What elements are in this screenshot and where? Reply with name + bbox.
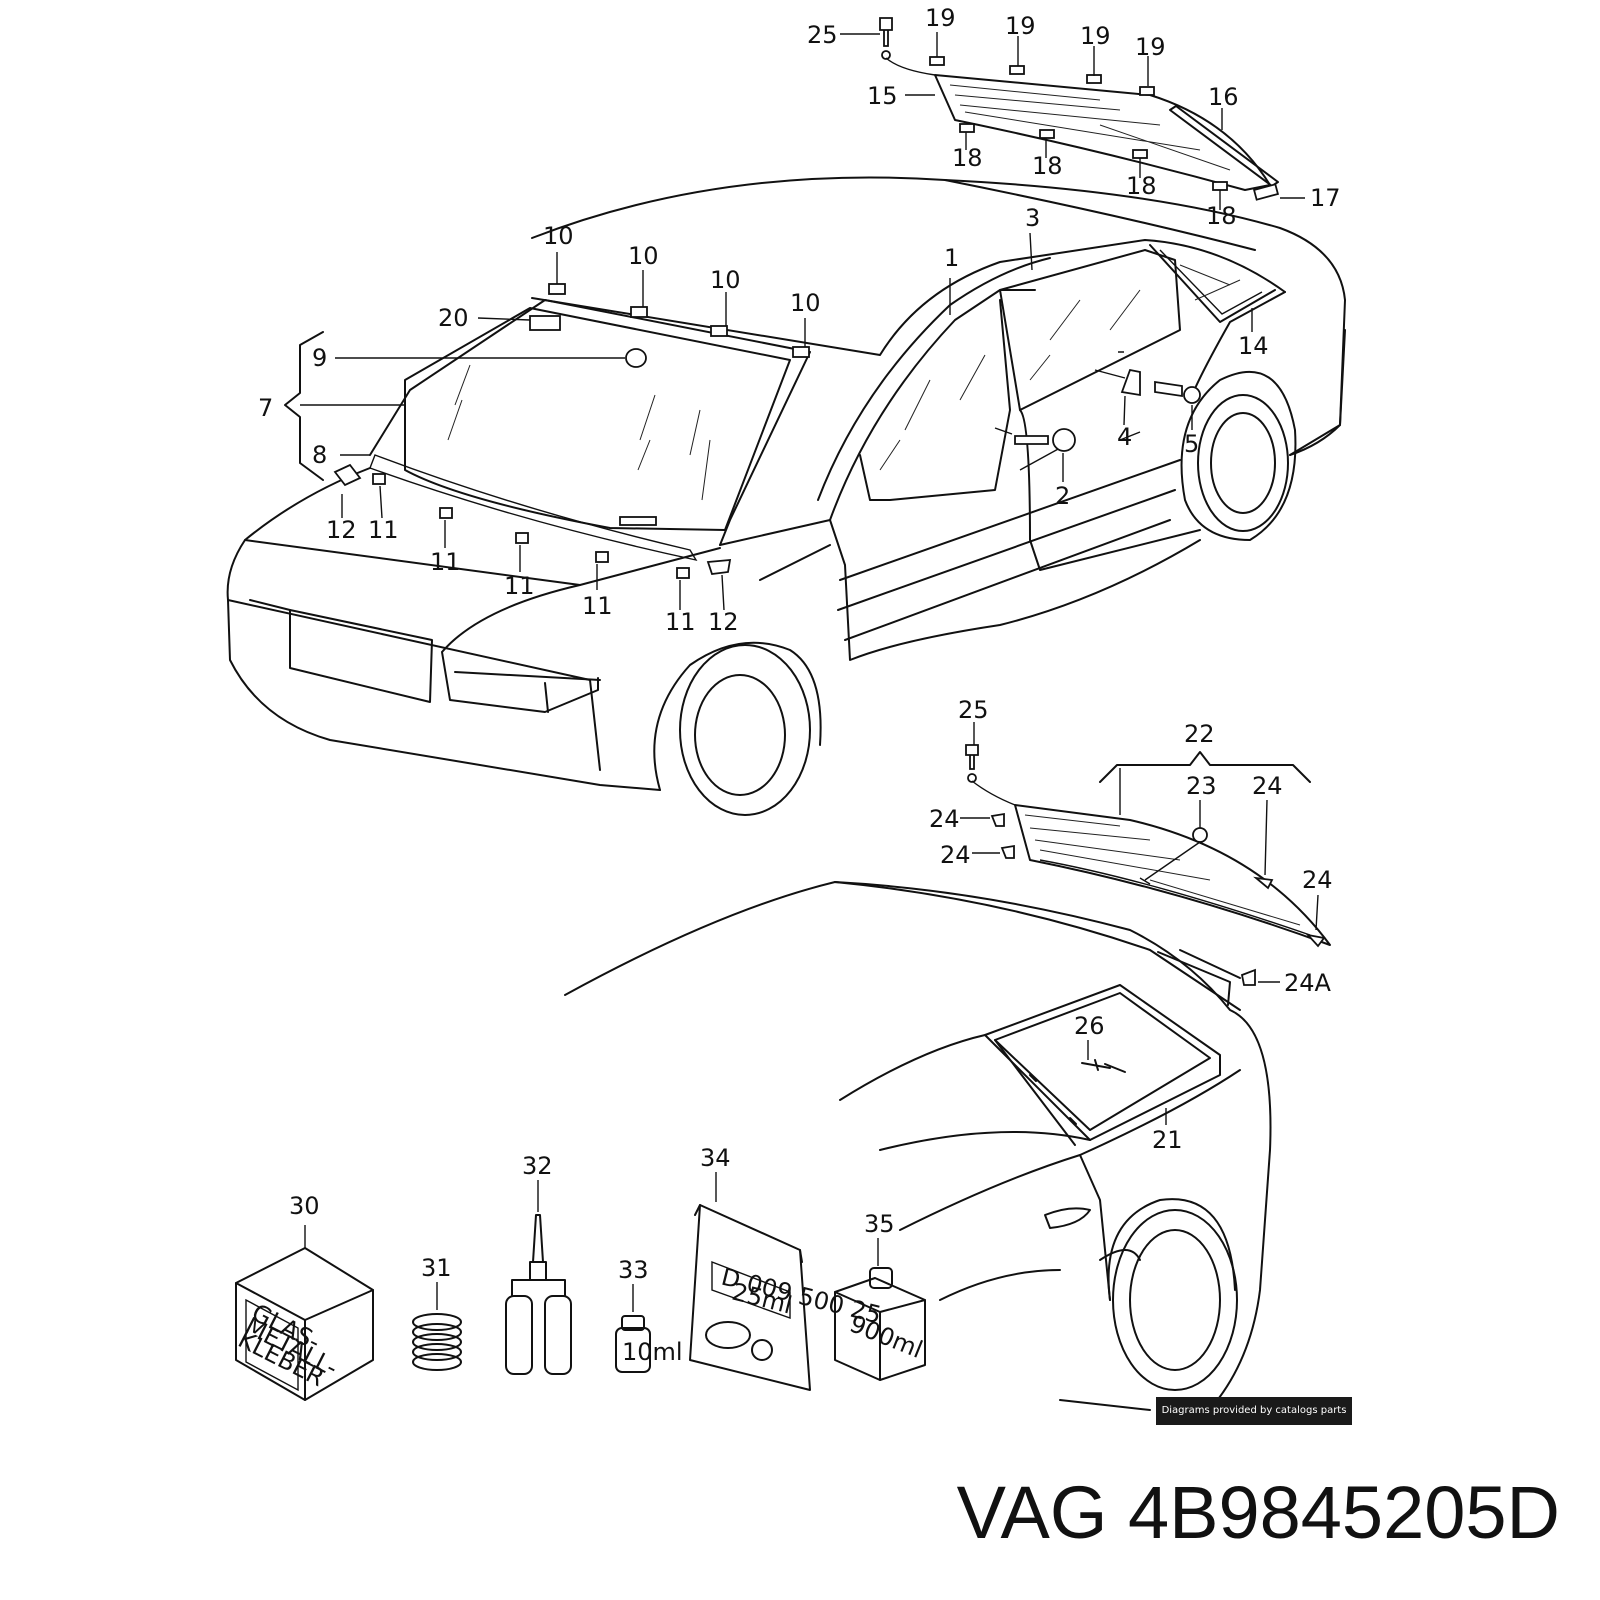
- callout-33: 33: [618, 1256, 649, 1284]
- callout-12: 12: [326, 516, 357, 544]
- callout-25: 25: [958, 696, 989, 724]
- callout-1: 1: [944, 244, 959, 272]
- callout-14: 14: [1238, 332, 1269, 360]
- callout-10: 10: [790, 289, 821, 317]
- callout-15: 15: [867, 82, 898, 110]
- callout-34: 34: [700, 1144, 731, 1172]
- callout-18: 18: [952, 144, 983, 172]
- callout-10: 10: [543, 222, 574, 250]
- rear-leader-lines: [960, 722, 1319, 1125]
- part-31-coil: [412, 1282, 462, 1371]
- callout-19: 19: [1005, 12, 1036, 40]
- callout-17: 17: [1310, 184, 1341, 212]
- callout-24: 24: [929, 805, 960, 833]
- callout-16: 16: [1208, 83, 1239, 111]
- callout-9: 9: [312, 344, 327, 372]
- part-32-twin-cartridge: [505, 1180, 572, 1375]
- callout-32: 32: [522, 1152, 553, 1180]
- callout-24A: 24A: [1284, 969, 1332, 997]
- part-25-bolt-b: [965, 744, 979, 770]
- rear-glass-parts: [965, 744, 1331, 1073]
- callout-12: 12: [708, 608, 739, 636]
- part-22-rear-window: [1014, 804, 1331, 946]
- callout-19: 19: [925, 4, 956, 32]
- callout-24: 24: [1302, 866, 1333, 894]
- callout-26: 26: [1074, 1012, 1105, 1040]
- callout-5: 5: [1184, 430, 1199, 458]
- part-25-bolt: [879, 17, 893, 47]
- callout-10: 10: [628, 242, 659, 270]
- part-number-title: VAG 4B9845205D: [957, 1470, 1560, 1555]
- part-4-bracket: [1120, 368, 1141, 397]
- callout-24: 24: [940, 841, 971, 869]
- callout-22: 22: [1184, 720, 1215, 748]
- callout-2: 2: [1055, 482, 1070, 510]
- callout-8: 8: [312, 441, 327, 469]
- front-car-parts: [333, 17, 1280, 579]
- callout-11: 11: [582, 592, 613, 620]
- callout-numbers: 25 19 19 19 19 15 16 18 18 18 18 17 3 1 …: [258, 4, 1341, 1284]
- rear-car-drawing: [564, 881, 1272, 1421]
- callout-35: 35: [864, 1210, 895, 1238]
- callout-10: 10: [710, 266, 741, 294]
- part-33-vial: 10ml: [615, 1284, 683, 1373]
- callout-3: 3: [1025, 204, 1040, 232]
- callout-30: 30: [289, 1192, 320, 1220]
- svg-text:10ml: 10ml: [622, 1338, 683, 1366]
- bracket-7: [284, 331, 324, 481]
- callout-4: 4: [1117, 423, 1132, 451]
- svg-text:900ml: 900ml: [846, 1310, 927, 1364]
- callout-20: 20: [438, 304, 469, 332]
- callout-11: 11: [430, 548, 461, 576]
- part-5-bolt: [1154, 380, 1183, 398]
- credit-banner: Diagrams provided by catalogs parts: [1156, 1397, 1352, 1425]
- callout-21: 21: [1152, 1126, 1183, 1154]
- part-2-clip: [1014, 435, 1049, 445]
- front-car-drawing: [226, 176, 1346, 816]
- callout-7: 7: [258, 394, 273, 422]
- callout-18: 18: [1126, 172, 1157, 200]
- part-16-trim-strip: [1169, 105, 1279, 187]
- bracket-22: [1099, 751, 1311, 783]
- callout-24: 24: [1252, 772, 1283, 800]
- callout-18: 18: [1032, 152, 1063, 180]
- callout-25: 25: [807, 21, 838, 49]
- brand-name: VAG: [956, 1471, 1108, 1554]
- callout-19: 19: [1135, 33, 1166, 61]
- callout-18: 18: [1206, 202, 1237, 230]
- front-leader-lines: [284, 32, 1305, 611]
- part-number: 4B9845205D: [1127, 1471, 1560, 1554]
- part-30-glue-box: GLAS-METALL-KLEBER: [234, 1225, 374, 1401]
- part-9-sensor: [625, 348, 647, 368]
- callout-23: 23: [1186, 772, 1217, 800]
- part-34-pack: D 009 500 2525ml: [689, 1172, 884, 1391]
- callout-19: 19: [1080, 22, 1111, 50]
- callout-11: 11: [368, 516, 399, 544]
- callout-31: 31: [421, 1254, 452, 1282]
- part-15-rear-window: [934, 74, 1271, 191]
- callout-11: 11: [504, 572, 535, 600]
- callout-11: 11: [665, 608, 696, 636]
- part-23-grommet: [1192, 827, 1208, 843]
